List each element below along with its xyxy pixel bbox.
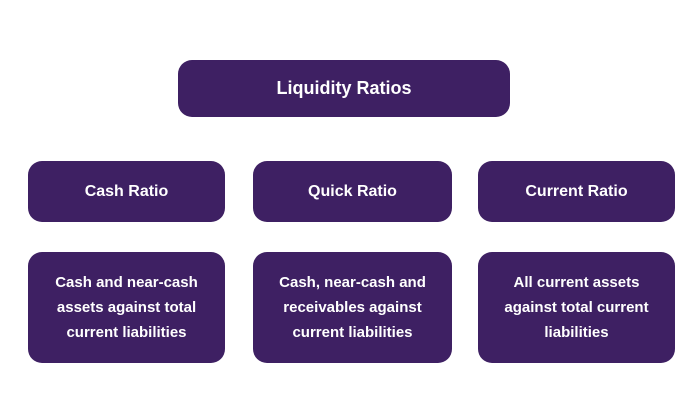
ratio-label-box-quick: Quick Ratio [253, 161, 452, 222]
title-box: Liquidity Ratios [178, 60, 510, 117]
diagram-title: Liquidity Ratios [276, 78, 412, 98]
ratio-description-box-quick: Cash, near-cash and receivables against … [253, 252, 452, 363]
ratio-description-box-cash: Cash and near-cash assets against total … [28, 252, 225, 363]
ratio-description-box-current: All current assets against total current… [478, 252, 675, 363]
ratio-label-box-current: Current Ratio [478, 161, 675, 222]
ratio-description-quick: Cash, near-cash and receivables against … [279, 274, 426, 341]
ratio-description-current: All current assets against total current… [504, 274, 649, 341]
ratio-label-cash: Cash Ratio [84, 182, 169, 200]
ratio-label-box-cash: Cash Ratio [28, 161, 225, 222]
ratio-label-current: Current Ratio [525, 182, 628, 200]
ratio-label-quick: Quick Ratio [308, 182, 397, 200]
ratio-description-cash: Cash and near-cash assets against total … [55, 274, 198, 341]
